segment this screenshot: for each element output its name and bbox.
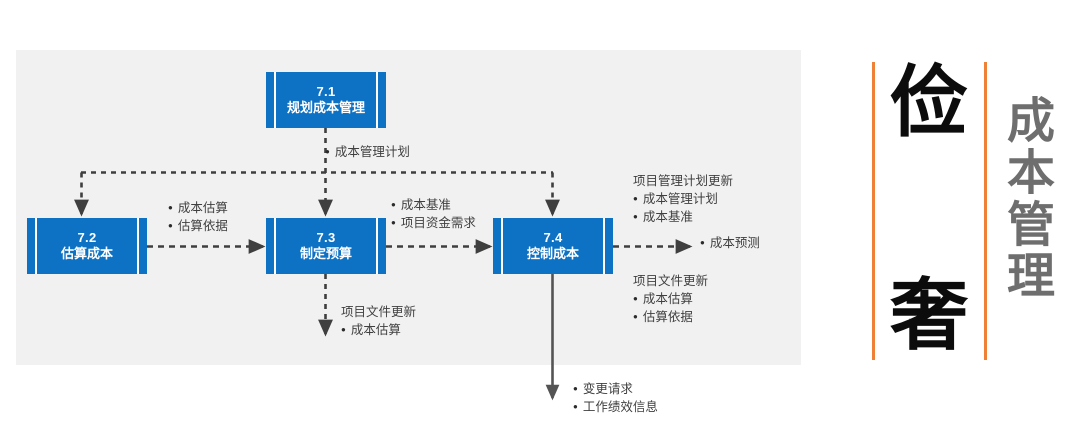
annotation-item: 成本基准	[391, 196, 476, 214]
annotation-item: 成本预测	[700, 234, 760, 252]
box-label: 估算成本	[60, 245, 113, 261]
box-right-divider	[603, 218, 605, 274]
box-number: 7.1	[316, 83, 336, 99]
process-box-7-3[interactable]: 7.3 制定预算	[266, 218, 386, 274]
box-right-divider	[376, 218, 378, 274]
box-left-divider	[274, 218, 276, 274]
annotation-item: 估算依据	[633, 308, 708, 326]
annotation-item: 成本估算	[341, 321, 416, 339]
annotation-item: 成本管理计划	[325, 143, 410, 161]
box-left-divider	[35, 218, 37, 274]
big-char-top: 俭	[890, 58, 969, 148]
annotation-pm-plan-updates: 项目管理计划更新 成本管理计划 成本基准	[633, 172, 733, 226]
annotation-bottom-outputs: 变更请求 工作绩效信息	[573, 380, 658, 416]
box-label: 规划成本管理	[286, 99, 365, 115]
annotation-item: 成本基准	[633, 208, 733, 226]
big-char-bottom: 奢	[890, 271, 969, 361]
annotation-cost-management-plan: 成本管理计划	[325, 143, 410, 161]
box-left-divider	[501, 218, 503, 274]
annotation-cost-baseline: 成本基准 项目资金需求	[391, 196, 476, 232]
process-box-7-4[interactable]: 7.4 控制成本	[493, 218, 613, 274]
annotation-item: 项目资金需求	[391, 214, 476, 232]
box-label: 制定预算	[299, 245, 352, 261]
annotation-item: 成本管理计划	[633, 190, 733, 208]
annotation-header: 项目文件更新	[633, 274, 709, 288]
box-number: 7.3	[316, 229, 336, 245]
vertical-title-char: 管	[1006, 196, 1055, 253]
annotation-item: 成本估算	[168, 199, 228, 217]
box-number: 7.4	[543, 229, 563, 245]
box-right-divider	[376, 72, 378, 128]
annotation-header: 项目管理计划更新	[633, 174, 734, 188]
annotation-item: 变更请求	[573, 380, 658, 398]
box-right-divider	[137, 218, 139, 274]
annotation-item: 成本估算	[633, 290, 708, 308]
vertical-title-char: 成	[1006, 93, 1055, 149]
box-label: 控制成本	[526, 245, 579, 261]
annotation-cost-forecast: 成本预测	[700, 234, 760, 252]
process-box-7-2[interactable]: 7.2 估算成本	[27, 218, 147, 274]
annotation-header: 项目文件更新	[341, 305, 417, 319]
annotation-project-document-updates-right: 项目文件更新 成本估算 估算依据	[633, 272, 708, 326]
vertical-title-char: 本	[1006, 144, 1055, 201]
annotation-item: 估算依据	[168, 217, 228, 235]
accent-rule-left	[872, 62, 875, 360]
annotation-project-document-updates-mid: 项目文件更新 成本估算	[341, 303, 416, 339]
accent-rule-right	[984, 62, 987, 360]
vertical-title-char: 理	[1006, 248, 1055, 305]
annotation-cost-estimates: 成本估算 估算依据	[168, 199, 228, 235]
process-box-7-1[interactable]: 7.1 规划成本管理	[266, 72, 386, 128]
vertical-title: 成 本 管 理	[1000, 93, 1062, 305]
box-number: 7.2	[77, 229, 97, 245]
box-left-divider	[274, 72, 276, 128]
annotation-item: 工作绩效信息	[573, 398, 658, 416]
